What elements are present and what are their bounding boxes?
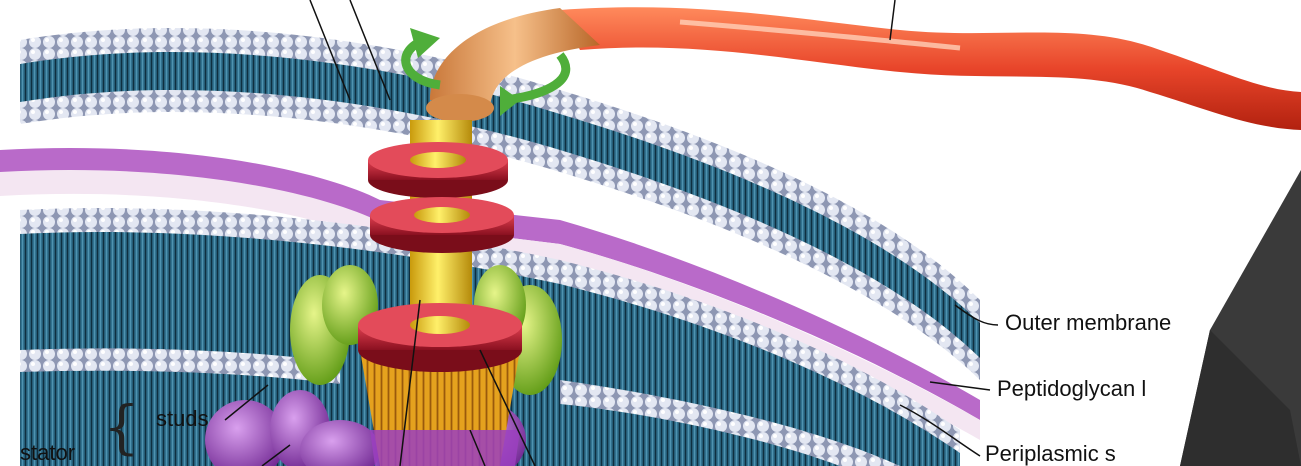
label-outer-membrane: Outer membrane	[1005, 312, 1171, 334]
l-ring	[368, 142, 508, 198]
ms-ring	[358, 303, 522, 466]
label-stator: stator	[20, 442, 75, 464]
stator-brace: {	[103, 398, 140, 456]
label-studs: studs	[156, 408, 209, 430]
label-periplasmic: Periplasmic s	[985, 443, 1116, 465]
p-ring	[370, 197, 514, 253]
label-peptidoglycan: Peptidoglycan l	[997, 378, 1146, 400]
flagellum-filament	[560, 7, 1301, 130]
